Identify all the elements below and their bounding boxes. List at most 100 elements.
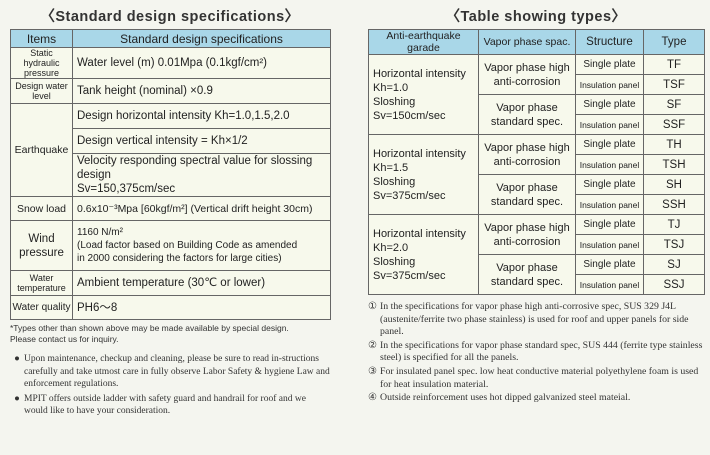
row-value-horizontal-intensity: Design horizontal intensity Kh=1.0,1.5,2… xyxy=(72,103,331,129)
vapor-line-1: Vapor phase xyxy=(496,101,558,114)
type-cell: SSJ xyxy=(643,274,705,295)
footnote-text: In the specifications for vapor phase st… xyxy=(380,339,703,364)
note-line-1: *Types other than shown above may be mad… xyxy=(10,323,289,333)
header-structure: Structure xyxy=(575,29,644,55)
note-line-2: Please contact us for inquiry. xyxy=(10,334,119,344)
table-header-row: Items Standard design specifications xyxy=(10,29,331,48)
vapor-line-2: standard spec. xyxy=(490,275,564,288)
type-cell: TSF xyxy=(643,74,705,95)
vapor-line-1: Vapor phase high xyxy=(484,141,570,154)
vapor-line-2: anti-corrosion xyxy=(493,235,561,248)
header-specs: Standard design specifications xyxy=(72,29,331,48)
row-label-wind-pressure: Wind pressure xyxy=(10,220,73,271)
structure-cell: Insulation panel xyxy=(575,194,644,215)
table-header-row: Anti-earthquake garade Vapor phase spac.… xyxy=(368,29,705,55)
structure-cell: Insulation panel xyxy=(575,234,644,255)
structure-cell: Insulation panel xyxy=(575,114,644,135)
types-section: 〈Table showing types〉 Anti-earthquake ga… xyxy=(368,0,705,406)
slossing-line-1: Velocity responding spectral value for s… xyxy=(77,155,313,181)
vapor-line-2: anti-corrosion xyxy=(493,155,561,168)
standard-design-table: Items Standard design specifications Sta… xyxy=(10,29,331,320)
footnote-text: Outside reinforcement uses hot dipped ga… xyxy=(380,392,631,404)
row-value-design-water-level: Tank height (nominal) ×0.9 xyxy=(72,78,331,104)
wind-label-line-2: pressure xyxy=(19,246,64,259)
bullet-icon: ● xyxy=(14,354,20,364)
wind-line-3: in 2000 considering the factors for larg… xyxy=(77,253,282,264)
table-row: Snow load 0.6x10⁻³Mpa [60kgf/m²] (Vertic… xyxy=(10,196,331,221)
structure-cell: Single plate xyxy=(575,134,644,155)
grade-line: Sv=375cm/sec xyxy=(373,189,446,202)
structure-cell: Insulation panel xyxy=(575,74,644,95)
grade-line: Sloshing xyxy=(373,95,416,108)
types-title: 〈Table showing types〉 xyxy=(445,9,627,25)
footnote-number: ③ xyxy=(368,365,377,377)
list-item: ● MPIT offers outside ladder with safety… xyxy=(10,393,330,418)
structure-cell: Single plate xyxy=(575,94,644,115)
wind-line-1: 1160 N/m² xyxy=(77,227,123,238)
row-label-static-pressure: Static hydraulic pressure xyxy=(10,47,73,79)
type-cell: SSH xyxy=(643,194,705,215)
slossing-line-2: Sv=150,375cm/sec xyxy=(77,183,176,195)
grade-line: Sloshing xyxy=(373,255,416,268)
type-cell: TJ xyxy=(643,214,705,235)
table-row: Static hydraulic pressure Water level (m… xyxy=(10,47,331,79)
bullet-text: MPIT offers outside ladder with safety g… xyxy=(24,393,306,417)
grade-line: Horizontal intensity xyxy=(373,147,466,160)
row-label-water-quality: Water quality xyxy=(10,295,73,320)
structure-cell: Single plate xyxy=(575,174,644,195)
header-grade: Anti-earthquake garade xyxy=(368,29,479,55)
maintenance-bullets: ● Upon maintenance, checkup and cleaning… xyxy=(10,353,330,418)
list-item: ● Upon maintenance, checkup and cleaning… xyxy=(10,353,330,391)
vapor-line-1: Vapor phase xyxy=(496,181,558,194)
structure-cell: Single plate xyxy=(575,54,644,75)
bullet-icon: ● xyxy=(14,393,20,404)
types-table: Anti-earthquake garade Vapor phase spac.… xyxy=(368,29,705,295)
table-row: Velocity responding spectral value for s… xyxy=(11,153,331,197)
structure-cell: Single plate xyxy=(575,254,644,275)
type-cell: TF xyxy=(643,54,705,75)
table-row: Water quality PH6～8 xyxy=(10,295,331,320)
grade-line: Sloshing xyxy=(373,175,416,188)
grade-line: Kh=1.5 xyxy=(373,161,409,174)
grade-line: Horizontal intensity xyxy=(373,67,466,80)
special-design-note: *Types other than shown above may be mad… xyxy=(10,323,330,345)
structure-cell: Single plate xyxy=(575,214,644,235)
grade-line: Sv=150cm/sec xyxy=(373,109,446,122)
type-cell: SF xyxy=(643,94,705,115)
row-label-water-temperature: Water temperature xyxy=(10,270,73,296)
row-value-snow-load: 0.6x10⁻³Mpa [60kgf/m²] (Vertical drift h… xyxy=(72,196,331,221)
table-row: Design vertical intensity = Kh×1/2 xyxy=(11,128,331,154)
vapor-line-2: standard spec. xyxy=(490,115,564,128)
row-value-slossing: Velocity responding spectral value for s… xyxy=(72,153,331,197)
row-label-snow-load: Snow load xyxy=(10,196,73,221)
wind-line-2: (Load factor based on Building Code as a… xyxy=(77,240,298,251)
grade-line: Kh=1.0 xyxy=(373,81,409,94)
table-row: Earthquake Design horizontal intensity K… xyxy=(10,103,331,197)
footnote-text: In the specifications for vapor phase hi… xyxy=(380,301,689,338)
type-cell: SSF xyxy=(643,114,705,135)
vapor-line-1: Vapor phase xyxy=(496,261,558,274)
wind-label-line-1: Wind xyxy=(28,232,55,245)
structure-cell: Insulation panel xyxy=(575,274,644,295)
header-vapor: Vapor phase spac. xyxy=(478,29,576,55)
grade-line: Kh=2.0 xyxy=(373,241,409,254)
